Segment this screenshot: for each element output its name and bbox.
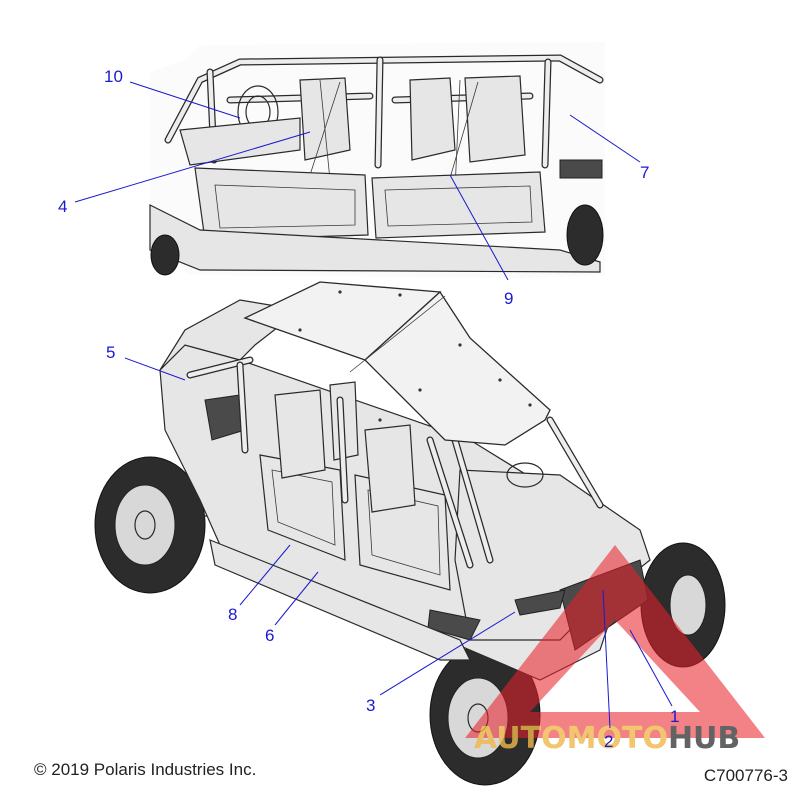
watermark-text-automoto: AUTOMOTO [474,721,668,756]
callout-8: 8 [228,605,237,624]
svg-text:AUTOMOTOHUB: AUTOMOTOHUB [474,721,740,756]
callout-leaders [74,81,673,729]
leader-line-3 [379,611,516,696]
callout-labels: 10 4 7 9 5 8 6 3 2 1 [58,67,679,751]
callout-5: 5 [106,343,115,362]
interior-inset-view [149,42,605,278]
callout-4: 4 [58,197,67,216]
leader-line-10 [129,81,241,119]
automotohub-watermark: AUTOMOTOHUB [465,545,765,756]
callout-10: 10 [104,67,123,86]
copyright-notice: © 2019 Polaris Industries Inc. [34,760,257,779]
leader-line-9 [449,174,509,281]
callout-2: 2 [604,732,613,751]
leader-line-6 [274,571,319,626]
rear-left-wheel [94,456,206,594]
callout-6: 6 [265,626,274,645]
leader-line-4 [74,131,311,203]
leader-line-5 [124,357,186,381]
leader-line-7 [569,114,641,163]
watermark-triangle-logo [465,545,765,738]
callout-9: 9 [504,289,513,308]
callout-1: 1 [670,707,679,726]
callout-3: 3 [366,696,375,715]
leader-line-1 [629,629,673,707]
figure-code: C700776-3 [703,766,788,785]
leader-line-2 [602,589,611,729]
leader-line-8 [239,544,291,606]
watermark-text-hub: HUB [668,721,740,756]
vehicle-main-view [94,281,726,786]
callout-7: 7 [640,163,649,182]
